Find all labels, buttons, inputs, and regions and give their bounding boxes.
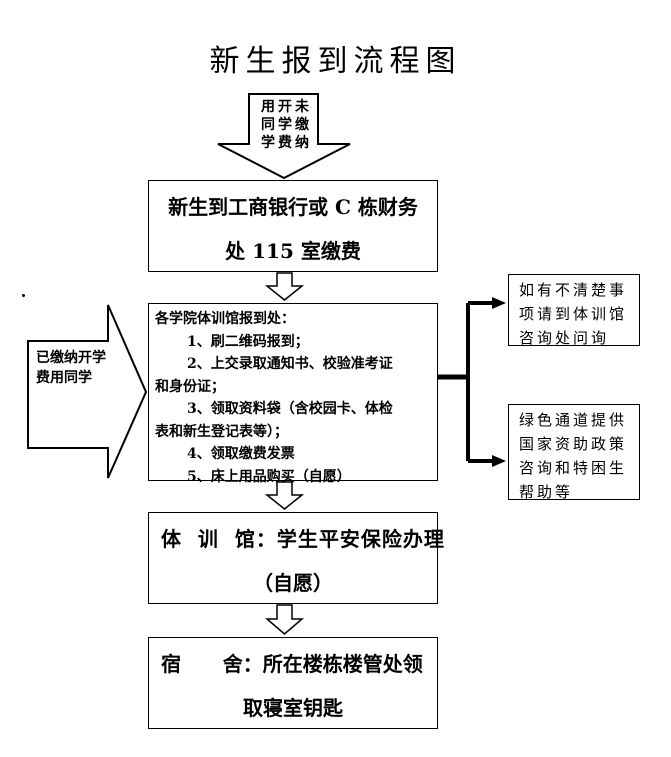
step-insurance-box: 体 训 馆：学生平安保险办理 （自愿）: [148, 512, 445, 604]
step-registration-box: 各学院体训馆报到处： 1、刷二维码报到； 2、上交录取通知书、校验准考证 和身份…: [148, 303, 438, 485]
top-arrow-col2: 开学费: [278, 99, 292, 151]
left-arrow-label: 已缴纳开学费用同学: [36, 350, 106, 386]
top-entry-arrow: [217, 93, 351, 180]
branch-lower-head: [492, 455, 506, 467]
step2-item: 表和新生登记表等）；: [155, 423, 288, 440]
top-arrow-col3: 未缴纳: [295, 99, 309, 151]
step4-line2: 取寝室钥匙: [243, 696, 343, 720]
step3-line1: 体 训 馆：学生平安保险办理: [161, 527, 445, 551]
step2-item: 3、领取资料袋（含校园卡、体检: [187, 401, 393, 417]
step2-item: 1、刷二维码报到；: [187, 333, 309, 350]
page-title: 新生报到流程图: [209, 44, 462, 79]
side-note-inquiry: 如有不清楚事项请到体训馆咨询处问询: [508, 274, 640, 347]
step-payment-box: 新生到工商银行或 C 栋财务 处 115 室缴费: [148, 180, 438, 272]
branch-upper-head: [492, 297, 506, 309]
down-arrow-3: [264, 604, 305, 635]
step4-line1: 宿 舍：所在楼栋楼管处领: [161, 652, 423, 676]
stray-dot: [22, 294, 25, 297]
step3-line2: （自愿）: [253, 571, 333, 595]
step1-line2: 处 115 室缴费: [225, 239, 361, 263]
step1-line1: 新生到工商银行或 C 栋财务: [168, 195, 418, 219]
step2-item: 5、床上用品购买（自愿）: [187, 468, 351, 485]
down-arrow-2: [264, 481, 305, 510]
top-arrow-col1: 用同学: [261, 99, 275, 151]
side-note-green-channel: 绿色通道提供国家资助政策咨询和特困生帮助等: [508, 404, 640, 501]
step-dormitory-box: 宿 舍：所在楼栋楼管处领 取寝室钥匙: [148, 637, 438, 729]
step2-item: 4、领取缴费发票: [187, 446, 295, 462]
step2-item: 和身份证；: [155, 378, 225, 395]
step2-heading: 各学院体训馆报到处：: [155, 311, 295, 327]
left-entry-arrow: [27, 304, 148, 479]
down-arrow-1: [264, 272, 305, 301]
step2-item: 2、上交录取通知书、校验准考证: [187, 356, 393, 372]
